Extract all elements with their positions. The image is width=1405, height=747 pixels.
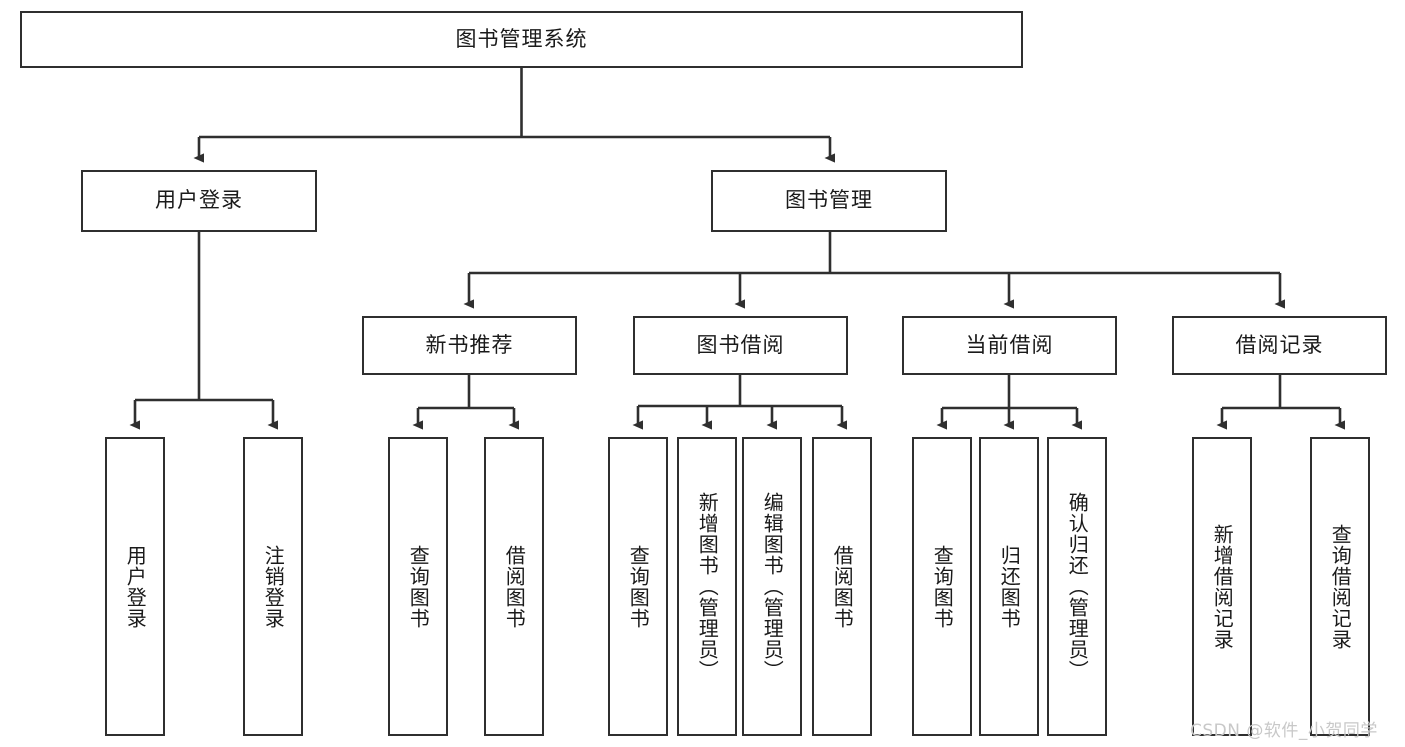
- node-label: 借阅图书: [502, 544, 527, 629]
- leaf-add-borrow-record[interactable]: 新增借阅记录: [1192, 437, 1252, 736]
- leaf-logout[interactable]: 注销登录: [243, 437, 303, 736]
- leaf-user-login[interactable]: 用户登录: [105, 437, 165, 736]
- leaf-query-borrow-record[interactable]: 查询借阅记录: [1310, 437, 1370, 736]
- node-label: 新增图书（管理员）: [695, 492, 720, 681]
- node-label: 确认归还（管理员）: [1065, 492, 1090, 681]
- leaf-return-book[interactable]: 归还图书: [979, 437, 1039, 736]
- leaf-confirm-return-admin[interactable]: 确认归还（管理员）: [1047, 437, 1107, 736]
- node-user-login[interactable]: 用户登录: [81, 170, 317, 232]
- leaf-query-book-new[interactable]: 查询图书: [388, 437, 448, 736]
- node-book-management[interactable]: 图书管理: [711, 170, 947, 232]
- node-label: 新增借阅记录: [1210, 523, 1235, 650]
- leaf-borrow-book[interactable]: 借阅图书: [812, 437, 872, 736]
- leaf-query-book-borrow[interactable]: 查询图书: [608, 437, 668, 736]
- leaf-edit-book-admin[interactable]: 编辑图书（管理员）: [742, 437, 802, 736]
- node-root-system[interactable]: 图书管理系统: [20, 11, 1023, 68]
- node-label: 查询图书: [930, 544, 955, 629]
- node-current-borrow[interactable]: 当前借阅: [902, 316, 1117, 375]
- node-label: 图书借阅: [696, 332, 785, 357]
- node-label: 新书推荐: [425, 332, 514, 357]
- node-borrow-record[interactable]: 借阅记录: [1172, 316, 1387, 375]
- node-label: 用户登录: [155, 188, 243, 213]
- node-label: 查询借阅记录: [1328, 523, 1353, 650]
- node-new-book-recommend[interactable]: 新书推荐: [362, 316, 577, 375]
- node-label: 编辑图书（管理员）: [760, 492, 785, 681]
- leaf-borrow-book-new[interactable]: 借阅图书: [484, 437, 544, 736]
- leaf-add-book-admin[interactable]: 新增图书（管理员）: [677, 437, 737, 736]
- node-label: 图书管理: [785, 188, 873, 213]
- node-label: 归还图书: [997, 544, 1022, 629]
- leaf-query-book-current[interactable]: 查询图书: [912, 437, 972, 736]
- node-label: 借阅图书: [830, 544, 855, 629]
- node-label: 查询图书: [406, 544, 431, 629]
- node-label: 图书管理系统: [455, 26, 588, 51]
- csdn-watermark: CSDN @软件_小贺同学: [1190, 721, 1378, 741]
- node-book-borrow[interactable]: 图书借阅: [633, 316, 848, 375]
- node-label: 当前借阅: [965, 332, 1054, 357]
- node-label: 借阅记录: [1235, 332, 1324, 357]
- node-label: 注销登录: [261, 544, 286, 629]
- node-label: 查询图书: [626, 544, 651, 629]
- node-label: 用户登录: [123, 544, 148, 629]
